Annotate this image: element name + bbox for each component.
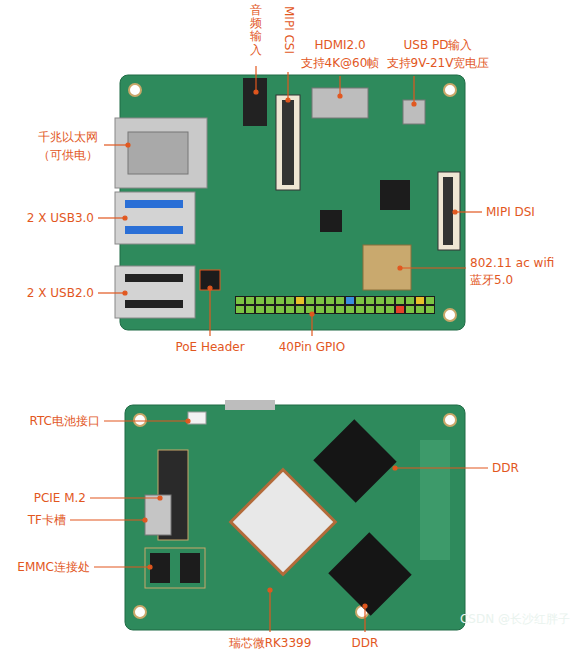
usb2-label: 2 X USB2.0 (27, 286, 94, 300)
dsi-label: MIPI DSI (486, 205, 535, 219)
ethernet-note: （可供电） (38, 148, 98, 162)
usb3-label: 2 X USB3.0 (27, 211, 94, 225)
bt-label: 蓝牙5.0 (470, 273, 513, 287)
poe-label: PoE Header (175, 340, 244, 354)
wifi-label: 802.11 ac wifi (470, 256, 554, 270)
hdmi-note: 支持4K@60帧 (301, 56, 380, 70)
soc-label: 瑞芯微RK3399 (229, 636, 312, 650)
tf-label: TF卡槽 (28, 513, 66, 527)
usbpd-label: USB PD输入 (404, 38, 473, 52)
watermark: CSDN @长沙红胖子 (460, 612, 570, 626)
rtc-label: RTC电池接口 (30, 414, 100, 428)
ddr-label: DDR (352, 636, 379, 650)
ddr-label: DDR (492, 461, 519, 475)
pcie-label: PCIE M.2 (34, 491, 86, 505)
audio-label: 音频输入 (250, 4, 262, 57)
usbpd-note: 支持9V-21V宽电压 (387, 56, 490, 70)
gpio-label: 40Pin GPIO (279, 340, 346, 354)
hdmi-label: HDMI2.0 (314, 38, 365, 52)
ethernet-label: 千兆以太网 (38, 130, 98, 144)
emmc-label: EMMC连接处 (17, 560, 90, 574)
csi-label: MIPI CSI (282, 6, 296, 54)
